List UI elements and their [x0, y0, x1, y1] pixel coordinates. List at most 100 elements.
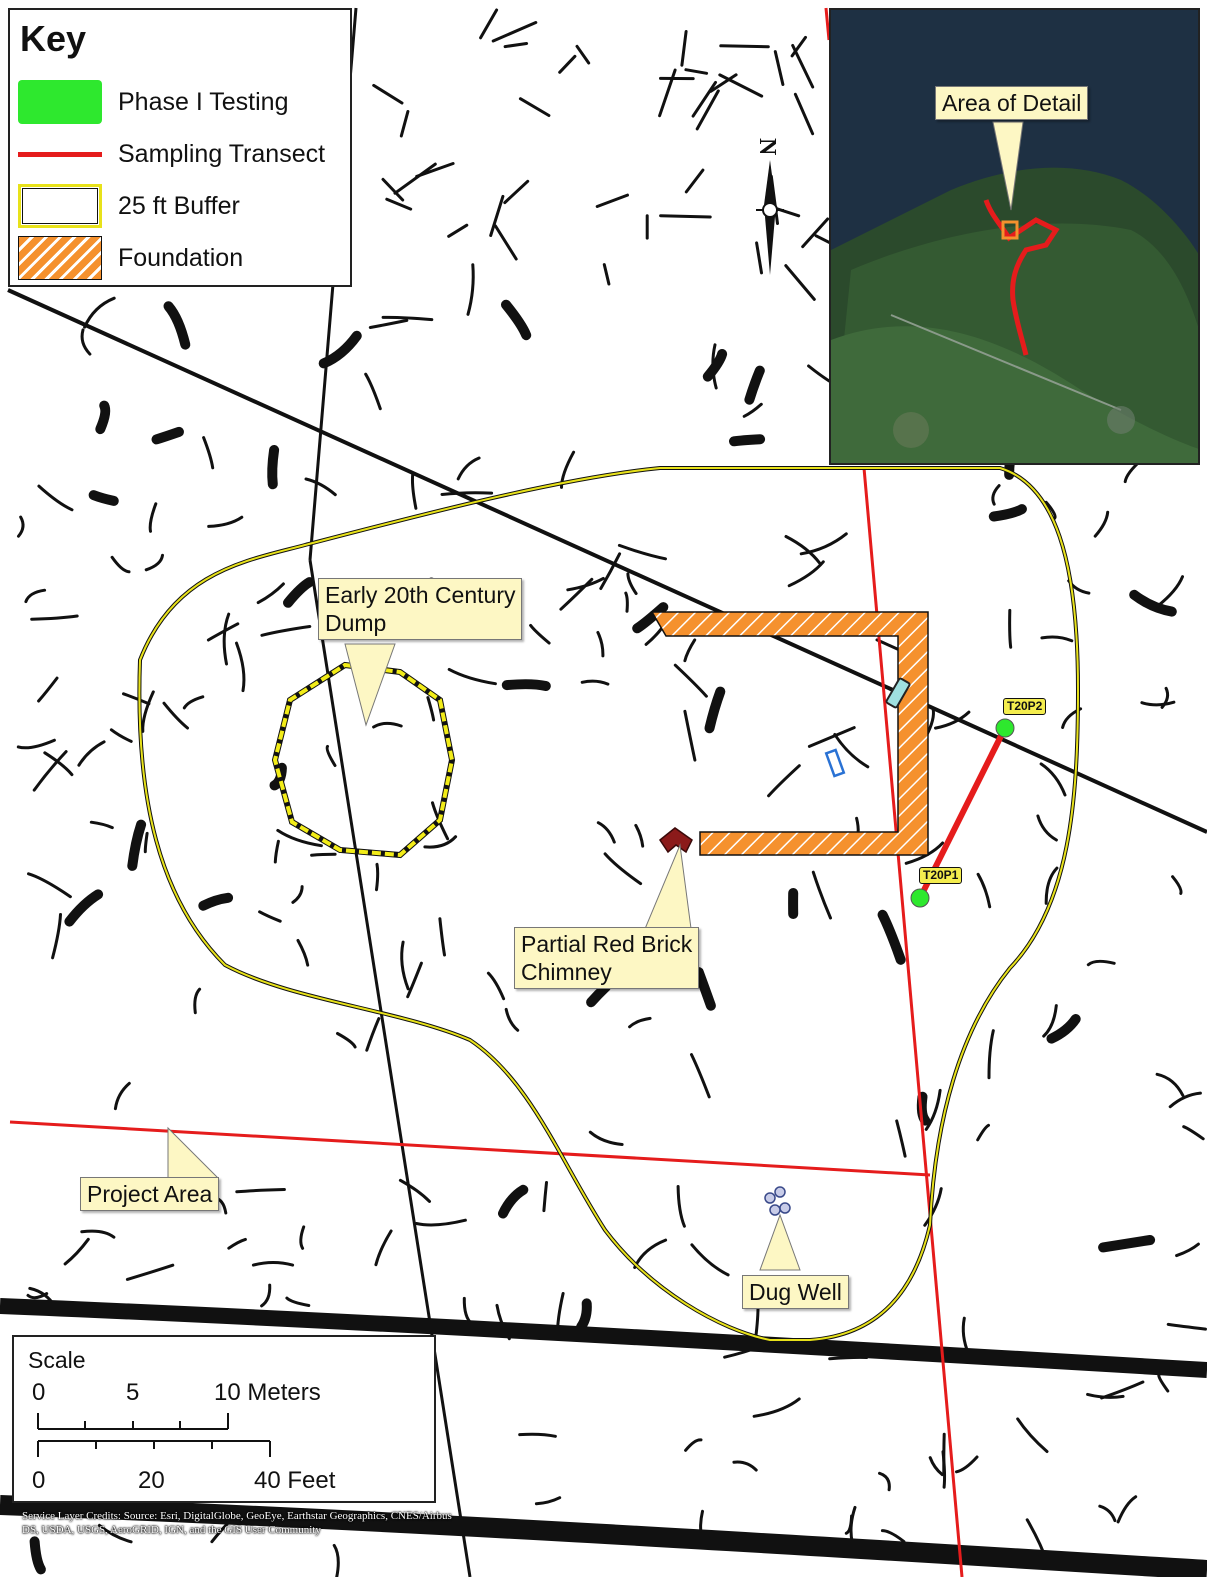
chimney-feature[interactable]: [658, 827, 693, 854]
contour-mark: [752, 1397, 801, 1418]
contour-mark: [304, 477, 337, 497]
contour-mark: [1155, 1072, 1185, 1097]
project-area-boundary: [9, 7, 964, 1577]
contour-mark: [878, 1471, 891, 1492]
contour-mark: [24, 588, 47, 604]
legend-item-phase-i-testing: Phase I Testing: [18, 76, 348, 124]
contour-mark: [207, 515, 244, 528]
contour-mark: [426, 696, 436, 722]
contour-mark: [398, 1178, 431, 1203]
contour-mark: [440, 491, 494, 496]
contour-mark: [801, 217, 830, 249]
contour-mark: [466, 263, 475, 316]
scale-bar-graphic: [37, 1413, 271, 1457]
contour-mark: [580, 679, 610, 686]
foundation-outline[interactable]: [650, 611, 929, 856]
contour-mark: [127, 819, 147, 871]
contour-mark: [955, 1455, 979, 1474]
contour-mark: [16, 738, 56, 750]
contour-mark: [260, 625, 312, 637]
contour-mark: [336, 1032, 357, 1049]
contour-mark: [143, 831, 149, 854]
contour-mark: [122, 692, 151, 706]
callout-chimney: Partial Red Brick Chimney: [514, 927, 700, 989]
contour-mark: [784, 264, 816, 301]
contour-mark: [501, 679, 551, 691]
contour-mark: [332, 1543, 340, 1577]
contour-mark: [51, 913, 62, 960]
legend-title: Key: [20, 18, 87, 59]
contour-mark: [693, 967, 716, 1011]
scale-feet-0: 0: [32, 1467, 46, 1494]
inset-callout-area-of-detail: Area of Detail: [935, 86, 1089, 120]
contour-mark: [1046, 1014, 1081, 1044]
contour-mark: [793, 92, 815, 136]
scale-meters-5: 5: [126, 1379, 140, 1406]
contour-mark: [1175, 1242, 1200, 1258]
contour-mark: [310, 852, 337, 857]
contour-mark: [501, 299, 532, 341]
contour-mark: [148, 502, 158, 533]
contour-mark: [923, 1187, 943, 1227]
scale-meters-10: 10 Meters: [214, 1379, 321, 1406]
contour-mark: [447, 667, 497, 686]
feature-cyan[interactable]: [885, 677, 911, 709]
scale-bar: Scale 0 5 10 Meters 0 20 40 Feet: [12, 1335, 436, 1503]
contour-mark: [1016, 1417, 1049, 1453]
contour-mark: [799, 532, 848, 556]
contour-mark: [97, 1523, 133, 1544]
contour-mark: [399, 110, 410, 138]
contour-mark: [276, 828, 323, 848]
contour-mark: [182, 695, 205, 710]
contour-mark: [385, 197, 413, 211]
contour-mark: [1182, 1125, 1205, 1141]
contour-mark: [258, 910, 282, 923]
contour-mark: [423, 835, 458, 849]
contour-mark: [296, 939, 310, 967]
contour-mark: [1171, 875, 1183, 895]
contour-mark: [364, 372, 382, 411]
test-point-t20p2[interactable]: [995, 718, 1015, 738]
contour-mark: [447, 223, 469, 238]
contour-mark: [673, 663, 708, 698]
legend-item-foundation: Foundation: [18, 232, 348, 280]
contour-mark: [80, 328, 92, 356]
callout-dug-well: Dug Well: [742, 1275, 849, 1309]
contour-mark: [438, 917, 446, 957]
scale-meters-0: 0: [32, 1379, 46, 1406]
contour-mark: [987, 1029, 995, 1080]
feature-blue[interactable]: [824, 748, 846, 778]
contour-mark: [479, 8, 499, 40]
contour-mark: [43, 751, 74, 777]
contour-mark: [634, 823, 645, 848]
test-point-t20p1[interactable]: [910, 888, 930, 908]
dug-well-feature[interactable]: [764, 1186, 791, 1216]
contour-mark: [683, 709, 697, 762]
contour-mark: [732, 1460, 758, 1472]
contour-mark: [162, 701, 189, 730]
contour-mark: [77, 740, 106, 767]
contour-mark: [558, 54, 577, 74]
legend-label: Foundation: [118, 244, 244, 272]
contour-mark: [702, 349, 728, 382]
contour-mark: [193, 987, 202, 1015]
contour-mark: [596, 821, 616, 844]
contour-mark: [299, 1225, 306, 1250]
contour-mark: [924, 1088, 942, 1131]
contour-mark: [267, 445, 280, 490]
contour-mark: [251, 1261, 295, 1267]
contour-mark: [729, 434, 766, 447]
contour-mark: [456, 456, 481, 481]
contour-mark: [683, 638, 697, 663]
contour-mark: [63, 1237, 90, 1266]
contour-mark: [372, 721, 403, 729]
contour-mark: [1140, 700, 1176, 707]
scale-title: Scale: [28, 1347, 86, 1373]
contour-mark: [381, 177, 405, 202]
contour-mark: [489, 194, 505, 237]
contour-mark: [895, 1119, 907, 1158]
contour-mark: [659, 214, 712, 219]
contour-mark: [603, 852, 643, 886]
label-t20p2: T20P2: [1003, 698, 1047, 715]
service-layer-credits: Service Layer Credits: Source: Esri, Dig…: [22, 1510, 452, 1536]
